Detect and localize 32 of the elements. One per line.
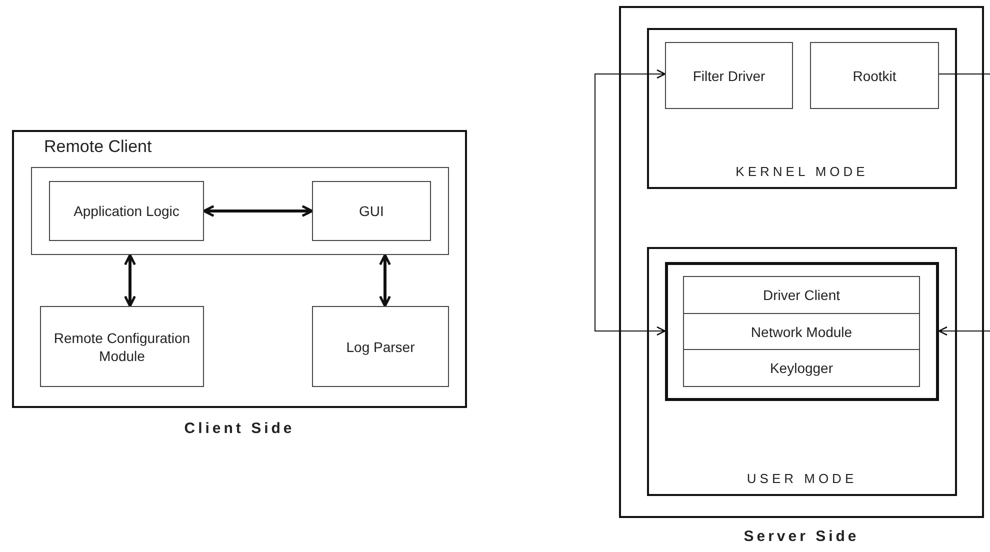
mode-panel [647, 247, 957, 496]
box-label: Application Logic [72, 202, 180, 220]
module-box [40, 306, 204, 387]
box-label: Driver Client [762, 286, 841, 304]
box-label: Remote Configuration Module [52, 328, 192, 364]
box-label: Rootkit [852, 66, 898, 84]
box-label: Log Parser [345, 338, 416, 356]
mode-label: KERNEL MODE [736, 163, 868, 181]
module-box [810, 42, 939, 109]
arrow [379, 254, 391, 308]
stack-box [665, 262, 939, 401]
panel-heading: Remote Client [44, 138, 152, 156]
stack-cell [683, 349, 920, 387]
arrow [594, 69, 666, 336]
stack-cell [683, 313, 920, 350]
module-box [312, 306, 449, 387]
arrow [202, 205, 314, 217]
box-label: GUI [358, 202, 385, 220]
module-box [49, 181, 204, 241]
box-label: Network Module [750, 322, 854, 340]
module-box [312, 181, 431, 241]
module-box [665, 42, 793, 109]
side-caption: Client Side [184, 420, 295, 438]
side-caption: Server Side [744, 528, 860, 546]
stack-cell [683, 276, 920, 314]
arrow [124, 254, 136, 308]
box-label: Keylogger [768, 359, 834, 377]
mode-label: USER MODE [746, 470, 858, 488]
mode-panel [647, 28, 957, 189]
arrow [938, 326, 990, 336]
box-label: Filter Driver [692, 66, 766, 84]
group-box [31, 167, 449, 255]
